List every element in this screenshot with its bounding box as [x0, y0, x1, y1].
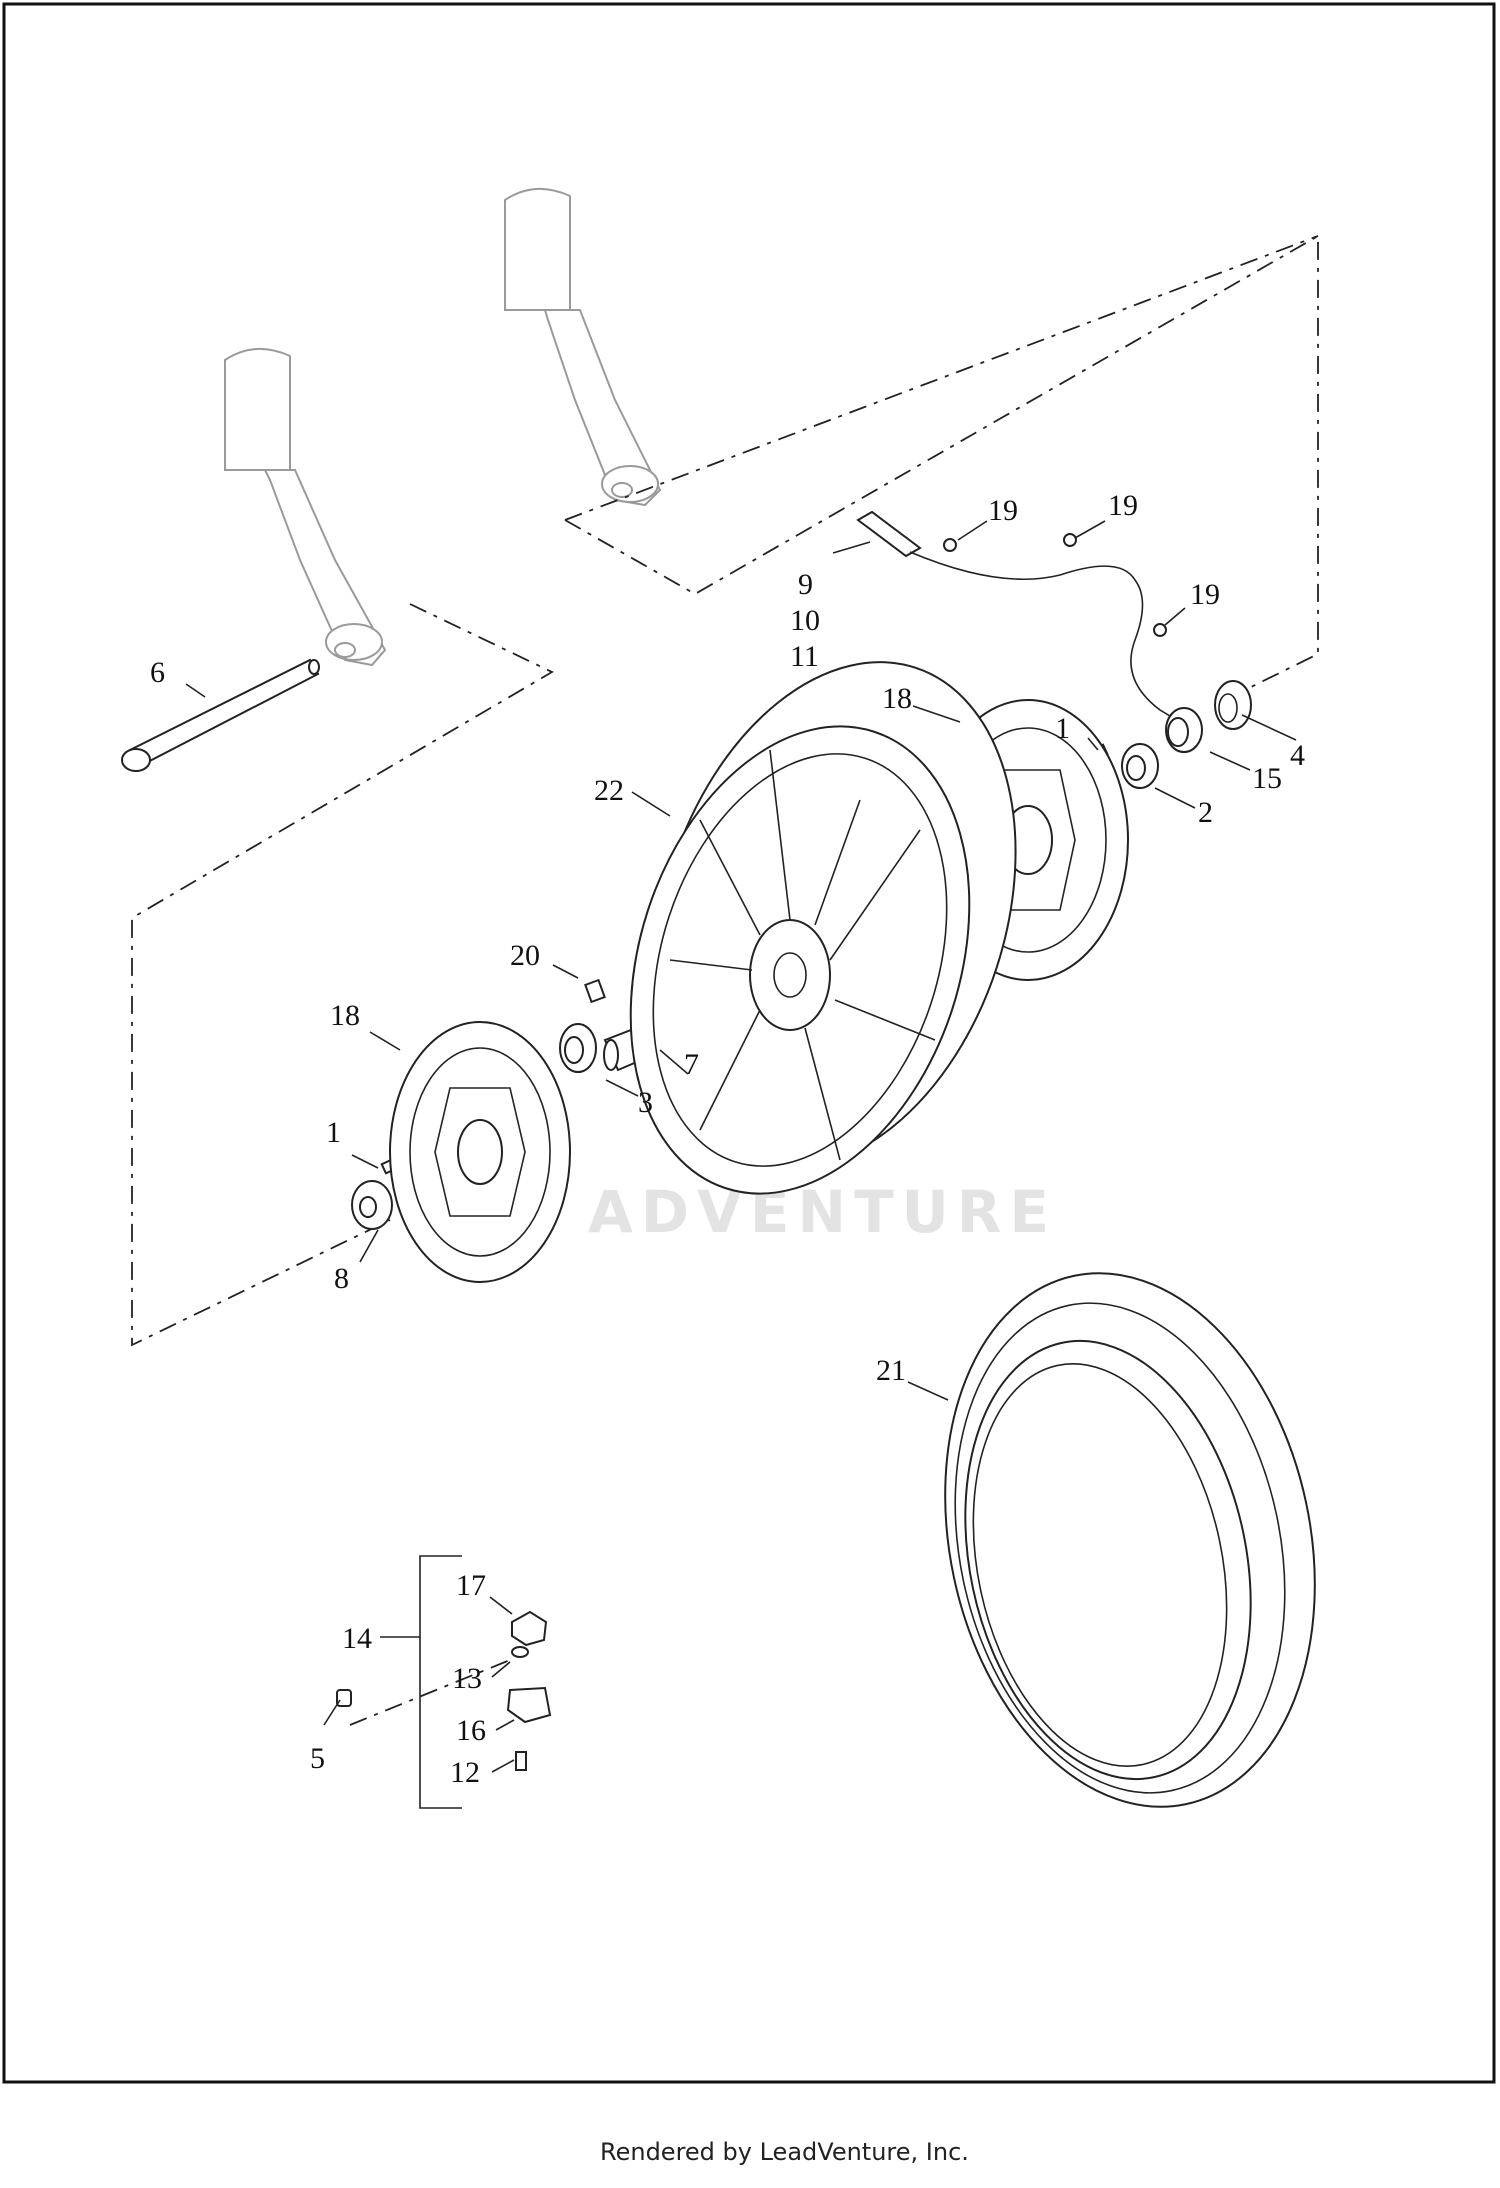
callout-18-left: 18: [330, 999, 360, 1032]
cover-clip: [1214, 680, 1252, 730]
callout-8: 8: [334, 1262, 349, 1295]
kit-bracket: [419, 1555, 462, 1809]
tpms-sensor: [506, 1686, 552, 1724]
bearing-right: [1121, 743, 1159, 789]
screw-12: [515, 1751, 527, 1771]
callout-2: 2: [1198, 796, 1213, 829]
callout-17: 17: [456, 1569, 486, 1602]
callout-20: 20: [510, 939, 540, 972]
callout-16: 16: [456, 1714, 486, 1747]
assembly-line-lower: [131, 603, 554, 1347]
callout-4: 4: [1290, 739, 1305, 772]
wheel-rim: [629, 661, 1017, 1195]
callout-19b: 19: [1108, 489, 1138, 522]
axle: [121, 658, 320, 772]
watermark: ADVENTURE: [588, 1178, 1057, 1246]
assembly-line-upper-2: [564, 235, 1319, 521]
tire: [944, 1272, 1316, 1808]
fork-leg-left: [224, 347, 387, 667]
diagram-frame: [2, 2, 1496, 2084]
leader-lines: [185, 520, 1297, 1773]
pin-20: [584, 978, 606, 1004]
bearing-left: [559, 1023, 597, 1073]
footer-credit: Rendered by LeadVenture, Inc.: [600, 2138, 969, 2166]
callout-14: 14: [342, 1622, 372, 1655]
callout-1-left: 1: [326, 1116, 341, 1149]
callout-18-right: 18: [882, 682, 912, 715]
callouts: 6 9 10 11 19 19 19 18 1 4 15 2 22 20 18 …: [150, 489, 1305, 1789]
clip-19a: [943, 538, 957, 552]
callout-22: 22: [594, 774, 624, 807]
wheel-speed-sensor: [856, 510, 1186, 726]
callout-19a: 19: [988, 494, 1018, 527]
callout-12: 12: [450, 1756, 480, 1789]
callout-1-right: 1: [1055, 712, 1070, 745]
clip-19c: [1153, 623, 1167, 637]
callout-6: 6: [150, 656, 165, 689]
sensor-ring: [1165, 707, 1203, 753]
callout-21: 21: [876, 1354, 906, 1387]
callout-3: 3: [638, 1086, 653, 1119]
valve-stem: [511, 1610, 548, 1647]
valve-cap: [336, 1689, 352, 1707]
callout-19c: 19: [1190, 578, 1220, 611]
hub-cap: [351, 1180, 393, 1230]
fork-leg-right: [504, 187, 662, 507]
callout-10: 10: [790, 604, 820, 637]
callout-11: 11: [790, 640, 819, 673]
callout-7: 7: [684, 1048, 699, 1081]
callout-15: 15: [1252, 762, 1282, 795]
assembly-line-upper: [564, 234, 1319, 691]
brake-rotor-left: [389, 1021, 571, 1283]
callout-13: 13: [452, 1662, 482, 1695]
o-ring-13: [511, 1646, 529, 1658]
callout-9: 9: [798, 568, 813, 601]
callout-5: 5: [310, 1742, 325, 1775]
clip-19b: [1063, 533, 1077, 547]
assembly-line-valve: [349, 1659, 511, 1726]
